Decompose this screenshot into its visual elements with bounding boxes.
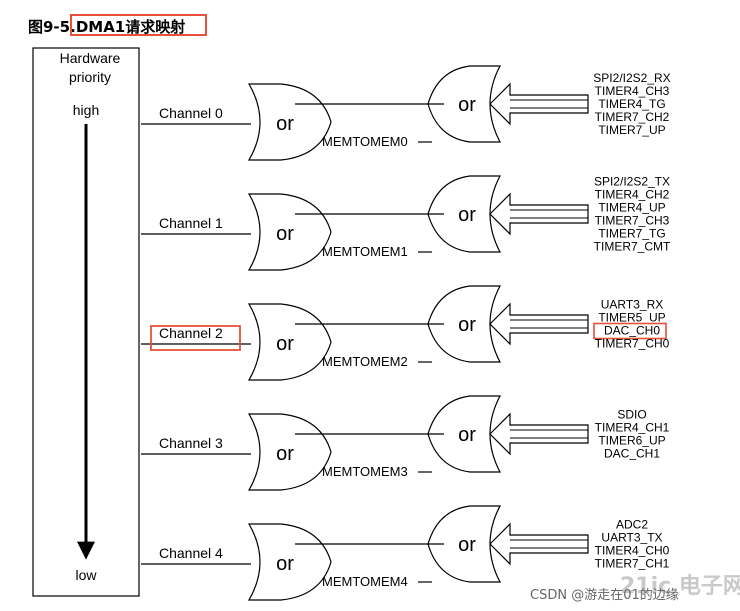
channel-3-or-right-label: or [458,424,476,446]
channel-3-label: Channel 3 [159,435,223,451]
channel-4-or-right-label: or [458,534,476,556]
channel-4-request-1: UART3_TX [601,531,662,545]
figure-title-main: DMA1请求映射 [75,18,186,36]
watermark-text: CSDN @游走在01的边缘 [530,588,679,603]
channel-1-request-4: TIMER7_TG [598,227,665,241]
channel-4-request-3: TIMER7_CH1 [595,557,670,571]
channel-0-request-2: TIMER4_TG [598,97,665,111]
channel-2-request-highlight-box [593,322,667,340]
channel-1-or-right-label: or [458,204,476,226]
channel-3-request-1: TIMER4_CH1 [595,421,670,435]
channel-0-or-left-label: or [276,113,294,135]
figure-title: 图9-5.DMA1请求映射 [28,16,185,37]
channel-2-label: Channel 2 [159,325,223,341]
channel-0-or-gate-left [247,83,332,161]
channel-3-or-left-label: or [276,443,294,465]
channel-3-memtomem-label: MEMTOMEM3 [322,464,408,479]
channel-2-or-right-label: or [458,314,476,336]
figure-title-prefix: 图9-5. [28,18,76,36]
channel-4-request-2: TIMER4_CH0 [595,544,670,558]
channel-3-or-gate-left [247,413,332,491]
channel-4-or-gate-left [247,523,332,601]
channel-0-request-1: TIMER4_CH3 [595,84,670,98]
channel-2-request-2: DAC_CH0 [604,324,660,338]
channel-4-request-0: ADC2 [616,518,648,532]
channel-3-request-3: DAC_CH1 [604,447,660,461]
channel-2-memtomem-label: MEMTOMEM2 [322,354,408,369]
channel-1-request-5: TIMER7_CMT [594,240,671,254]
channel-1-or-gate-left [247,193,332,271]
channel-2-request-arrow [489,302,589,346]
channel-4-memtomem-label: MEMTOMEM4 [322,574,408,589]
channel-2-request-1: TIMER5_UP [598,311,665,325]
channel-4-label: Channel 4 [159,545,223,561]
title-highlight-box [70,14,207,36]
watermark-logo: 21ic 电子网 [620,574,740,599]
channel-1-request-arrow [489,192,589,236]
channel-0-label: Channel 0 [159,105,223,121]
channel-1-request-2: TIMER4_UP [598,201,665,215]
channel-4-or-left-label: or [276,553,294,575]
channel-1-request-3: TIMER7_CH3 [595,214,670,228]
channel-0-request-4: TIMER7_UP [598,123,665,137]
channel-1-request-1: TIMER4_CH2 [595,188,670,202]
priority-high-label: high [73,102,99,118]
channel-3-request-arrow [489,412,589,456]
channel-3-request-0: SDIO [617,408,646,422]
channel-1-request-0: SPI2/I2S2_TX [594,175,670,189]
priority-box [32,47,140,597]
channel-1-or-left-label: or [276,223,294,245]
channel-2-highlight-box [150,325,241,351]
priority-low-label: low [75,567,97,583]
channel-2-or-gate-left [247,303,332,381]
priority-heading-line2: priority [69,69,111,85]
channel-0-request-3: TIMER7_CH2 [595,110,670,124]
channel-1-label: Channel 1 [159,215,223,231]
channel-0-request-0: SPI2/I2S2_RX [593,71,670,85]
channel-0-or-right-label: or [458,94,476,116]
channel-2-request-3: TIMER7_CH0 [595,337,670,351]
priority-heading-line1: Hardware [60,50,121,66]
channel-1-memtomem-label: MEMTOMEM1 [322,244,408,259]
channel-0-request-arrow [489,82,589,126]
channel-0-memtomem-label: MEMTOMEM0 [322,134,408,149]
channel-2-request-0: UART3_RX [601,298,663,312]
channel-4-request-arrow [489,522,589,566]
channel-3-request-2: TIMER6_UP [598,434,665,448]
channel-2-or-left-label: or [276,333,294,355]
